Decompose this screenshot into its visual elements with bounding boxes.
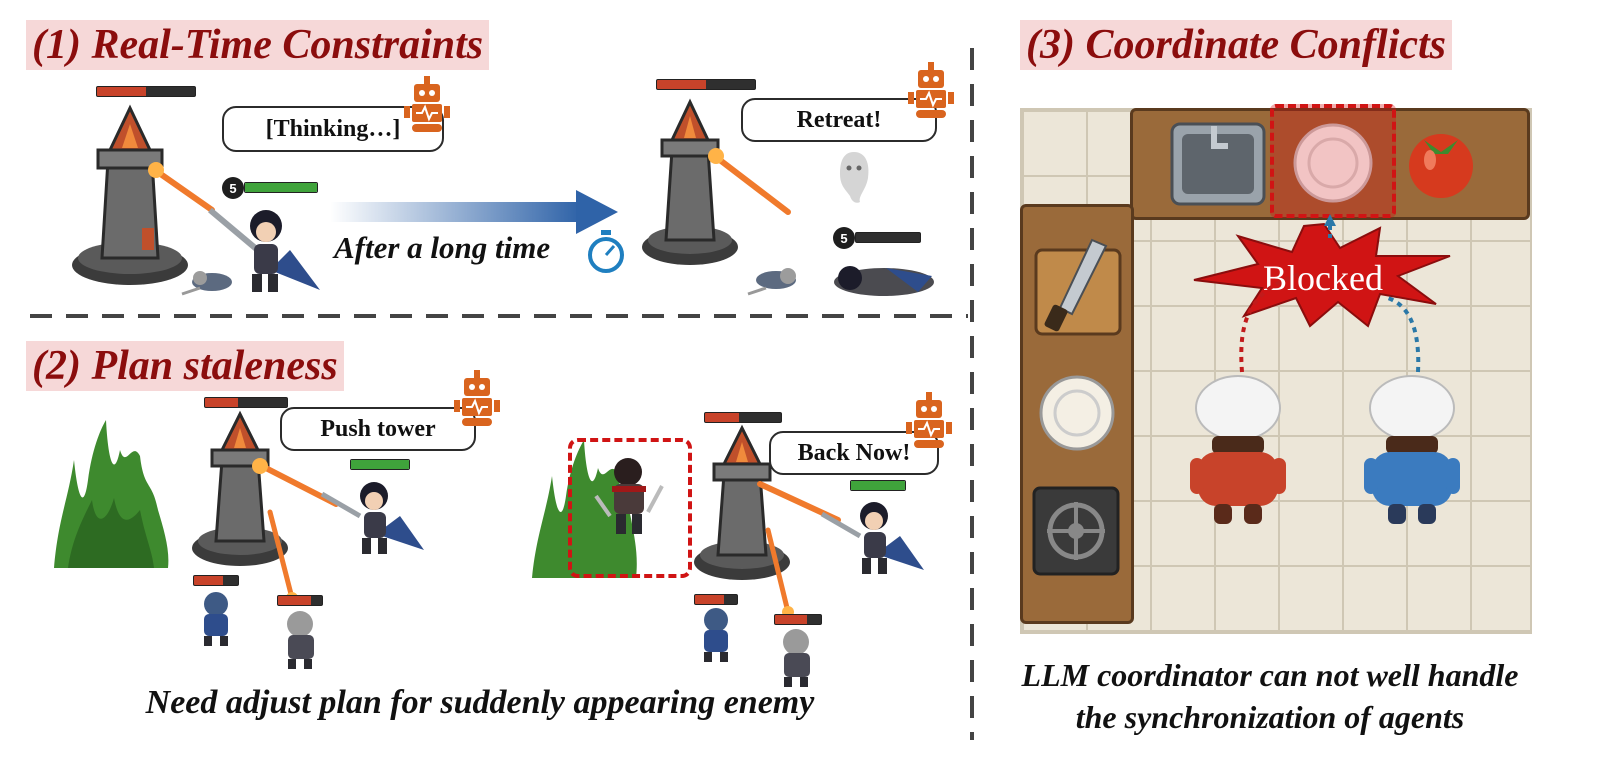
conflicts-caption-line2: the synchronization of agents [1075, 699, 1465, 735]
minion-health-bar [193, 575, 239, 586]
hero-health-bar [350, 459, 410, 470]
tower-health-bar [656, 79, 756, 90]
plate-icon [1293, 123, 1373, 203]
minion-icon [204, 592, 228, 646]
agent-paths [1239, 214, 1421, 373]
minion-health-bar [694, 594, 738, 605]
robot-icon [454, 370, 500, 426]
cutting-board-knife-icon [1034, 238, 1122, 336]
hero-health-bar [850, 480, 906, 491]
fallen-minion-icon [181, 271, 232, 296]
ghost-icon [840, 152, 869, 203]
fallen-minion-icon [747, 268, 796, 296]
section-title-conflicts: (3) Coordinate Conflicts [1020, 20, 1453, 70]
blocked-burst-icon [1193, 222, 1451, 328]
tower-beam [708, 148, 791, 215]
stopwatch-icon [588, 230, 624, 273]
hero-character-icon [208, 207, 320, 292]
minion-health-bar [774, 614, 822, 625]
tower-icon [72, 104, 188, 285]
tower-beam-down [267, 509, 298, 604]
enemy-assassin-icon [594, 458, 664, 534]
sink-icon [1170, 122, 1266, 206]
blocked-label: Blocked [1263, 258, 1383, 298]
robot-icon [906, 392, 952, 448]
speech-bubble-retreat: Retreat! [741, 98, 937, 142]
hero-health-bar [244, 182, 318, 193]
robot-icon [908, 62, 954, 118]
speech-bubble-thinking: [Thinking…] [222, 106, 444, 152]
chef-red-icon [1190, 375, 1286, 524]
bush-icon [54, 420, 169, 568]
conflicts-caption-line1: LLM coordinator can not well handle [1021, 657, 1519, 693]
section-title-realtime: (1) Real-Time Constraints [26, 20, 490, 70]
tower-health-bar [204, 397, 288, 408]
arrow-label: After a long time [334, 230, 551, 265]
section-title-staleness: (2) Plan staleness [26, 341, 344, 391]
hero-level-badge: 5 [833, 227, 855, 249]
minion-icon [704, 608, 728, 662]
tower-beam-down [765, 527, 794, 618]
staleness-caption: Need adjust plan for suddenly appearing … [145, 684, 815, 721]
speech-bubble-back-now: Back Now! [769, 431, 939, 475]
tower-beam [148, 162, 215, 213]
enemy-highlight-box [568, 438, 692, 578]
hero-health-bar-empty [855, 232, 921, 243]
tower-health-bar [96, 86, 196, 97]
minion-icon [783, 629, 810, 687]
hero-character-icon [820, 502, 924, 574]
tower-icon [642, 98, 738, 265]
tower-health-bar [704, 412, 782, 423]
tower-icon [192, 410, 288, 566]
hero-level-badge: 5 [222, 177, 244, 199]
hero-character-icon [320, 482, 424, 554]
bush-icon [532, 440, 637, 578]
time-arrow [330, 190, 618, 234]
tower-icon [694, 424, 790, 580]
tomato-icon [1409, 134, 1473, 198]
fallen-hero-icon [834, 266, 934, 296]
minion-health-bar [277, 595, 323, 606]
minion-icon [287, 611, 314, 669]
stove-icon [1032, 486, 1120, 576]
speech-bubble-push-tower: Push tower [280, 407, 476, 451]
chef-blue-icon [1364, 375, 1460, 524]
plate-icon [1039, 375, 1115, 451]
robot-icon [404, 76, 450, 132]
